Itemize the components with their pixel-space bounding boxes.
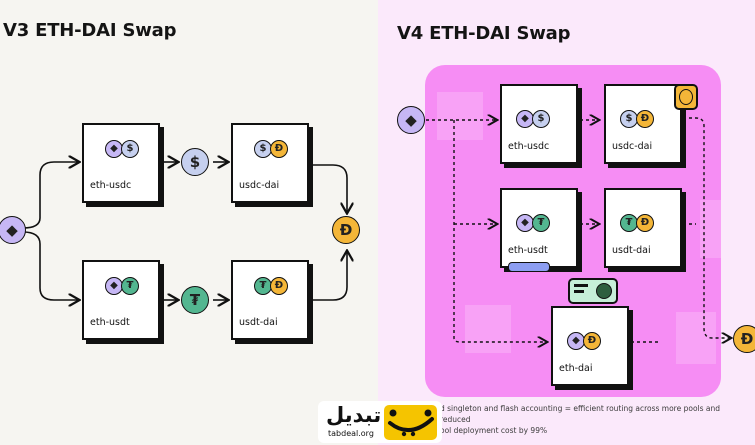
dai-icon: Đ bbox=[332, 216, 360, 244]
pool-label: eth-usdt bbox=[90, 317, 130, 328]
v4-pool-card-usdc-dai: $ Đ usdc-dai bbox=[604, 84, 682, 164]
decorative-block bbox=[437, 92, 483, 140]
caption-line: d singleton and flash accounting = effic… bbox=[440, 404, 721, 424]
v3-pool-card-eth-usdc: ◆ $ eth-usdc bbox=[82, 123, 160, 203]
decorative-block bbox=[465, 305, 511, 353]
v3-pool-card-usdc-dai: $ Đ usdc-dai bbox=[231, 123, 309, 203]
v4-pool-card-usdt-dai: ₮ Đ usdt-dai bbox=[604, 188, 682, 268]
pool-label: eth-usdc bbox=[90, 180, 132, 191]
decorative-block bbox=[700, 200, 721, 258]
caption-line: ool deployment cost by 99% bbox=[440, 426, 548, 435]
ethereum-icon: ◆ bbox=[0, 216, 26, 244]
hook-device-icon bbox=[674, 84, 698, 110]
v4-pool-card-eth-usdt: ◆ ₮ eth-usdt bbox=[500, 188, 578, 268]
pool-label: eth-dai bbox=[559, 363, 593, 374]
usdc-icon: $ bbox=[121, 140, 139, 158]
hook-device-icon bbox=[508, 262, 550, 272]
logo-domain: tabdeal.org bbox=[328, 429, 374, 438]
pool-label: usdt-dai bbox=[612, 245, 651, 256]
pool-label: usdt-dai bbox=[239, 317, 278, 328]
tabdeal-logo: تبدیل tabdeal.org bbox=[318, 401, 442, 443]
hook-device-icon bbox=[568, 278, 618, 304]
usdt-icon: ₮ bbox=[254, 277, 272, 295]
dai-icon: Đ bbox=[583, 332, 601, 350]
v4-pool-card-eth-dai: ◆ Đ eth-dai bbox=[551, 306, 629, 386]
v3-panel bbox=[0, 0, 378, 445]
dai-icon: Đ bbox=[733, 325, 755, 353]
usdt-icon: ₮ bbox=[532, 214, 550, 232]
v3-pool-card-eth-usdt: ◆ ₮ eth-usdt bbox=[82, 260, 160, 340]
usdt-icon: ₮ bbox=[181, 286, 209, 314]
usdt-icon: ₮ bbox=[121, 277, 139, 295]
dai-icon: Đ bbox=[636, 214, 654, 232]
usdc-icon: $ bbox=[181, 148, 209, 176]
v3-route-bottom bbox=[22, 231, 78, 300]
pool-label: eth-usdc bbox=[508, 141, 550, 152]
v4-pool-card-eth-usdc: ◆ $ eth-usdc bbox=[500, 84, 578, 164]
pool-label: usdc-dai bbox=[612, 141, 653, 152]
dai-icon: Đ bbox=[636, 110, 654, 128]
v4-title: V4 ETH-DAI Swap bbox=[397, 23, 571, 44]
usdc-icon: $ bbox=[254, 140, 272, 158]
pool-label: eth-usdt bbox=[508, 245, 548, 256]
v3-title: V3 ETH-DAI Swap bbox=[3, 20, 177, 41]
dai-icon: Đ bbox=[270, 277, 288, 295]
ethereum-icon: ◆ bbox=[397, 106, 425, 134]
v4-caption: d singleton and flash accounting = effic… bbox=[440, 403, 740, 436]
v3-route-top bbox=[22, 162, 78, 229]
usdc-icon: $ bbox=[532, 110, 550, 128]
v3-pool-card-usdt-dai: ₮ Đ usdt-dai bbox=[231, 260, 309, 340]
logo-mark-icon bbox=[384, 405, 437, 440]
dai-icon: Đ bbox=[270, 140, 288, 158]
pool-label: usdc-dai bbox=[239, 180, 280, 191]
decorative-block bbox=[676, 312, 716, 364]
logo-text: تبدیل bbox=[326, 403, 382, 427]
